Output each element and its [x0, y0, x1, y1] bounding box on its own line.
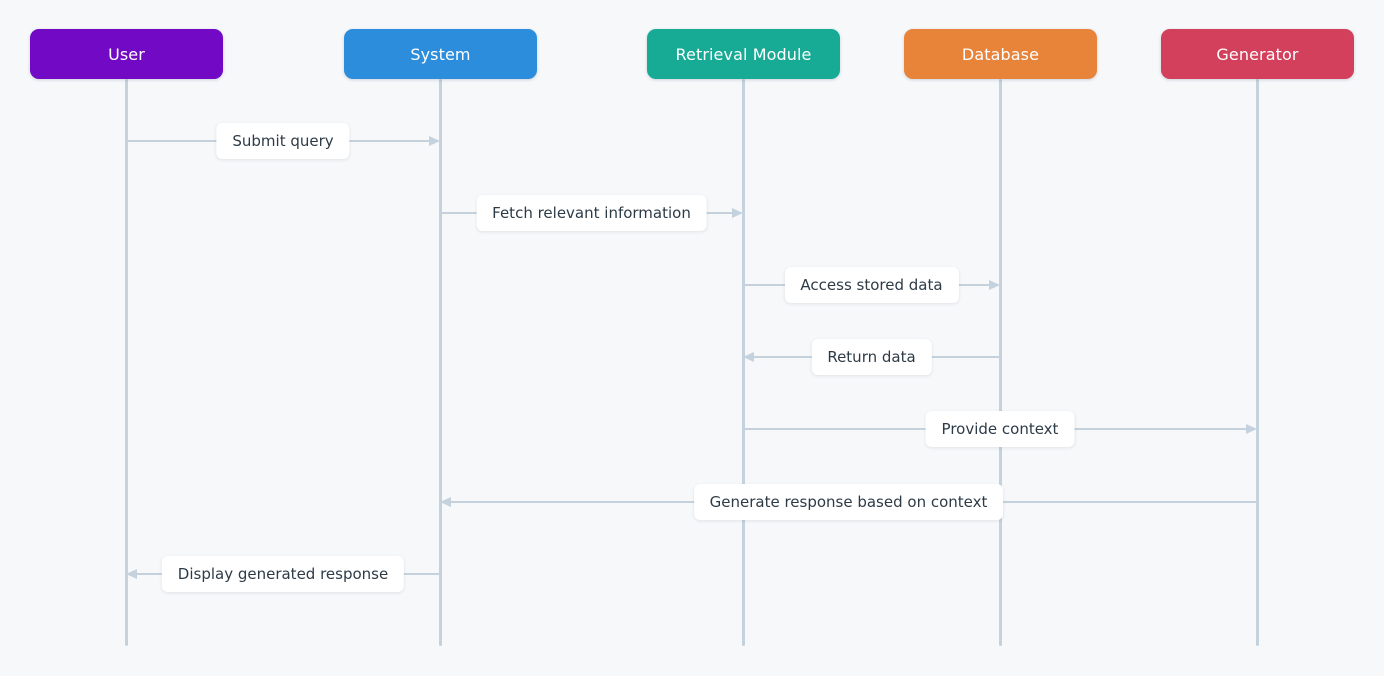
participant-label: Retrieval Module [675, 44, 812, 64]
message-5[interactable]: Provide context [0, 411, 1384, 447]
arrowhead-left-icon [743, 352, 754, 362]
participant-label: User [108, 44, 145, 64]
arrowhead-right-icon [429, 136, 440, 146]
arrowhead-left-icon [440, 497, 451, 507]
message-7[interactable]: Display generated response [0, 556, 1384, 592]
lifeline-generator [1256, 79, 1259, 646]
message-6[interactable]: Generate response based on context [0, 484, 1384, 520]
message-label: Access stored data [784, 267, 959, 303]
arrowhead-right-icon [989, 280, 1000, 290]
participant-label: System [410, 44, 471, 64]
participant-database[interactable]: Database [904, 29, 1097, 79]
message-label: Submit query [216, 123, 350, 159]
message-label: Generate response based on context [693, 484, 1004, 520]
lifeline-user [125, 79, 128, 646]
message-1[interactable]: Submit query [0, 123, 1384, 159]
message-label: Return data [811, 339, 932, 375]
message-3[interactable]: Access stored data [0, 267, 1384, 303]
message-label: Fetch relevant information [476, 195, 707, 231]
arrowhead-right-icon [1246, 424, 1257, 434]
participant-generator[interactable]: Generator [1161, 29, 1354, 79]
lifeline-retrieval [742, 79, 745, 646]
message-label: Provide context [925, 411, 1075, 447]
participant-label: Database [961, 44, 1040, 64]
participant-user[interactable]: User [30, 29, 223, 79]
lifeline-database [999, 79, 1002, 646]
arrowhead-left-icon [126, 569, 137, 579]
arrowhead-right-icon [732, 208, 743, 218]
participant-label: Generator [1216, 44, 1299, 64]
message-label: Display generated response [161, 556, 405, 592]
message-4[interactable]: Return data [0, 339, 1384, 375]
message-2[interactable]: Fetch relevant information [0, 195, 1384, 231]
participant-system[interactable]: System [344, 29, 537, 79]
participant-retrieval[interactable]: Retrieval Module [647, 29, 840, 79]
lifeline-system [439, 79, 442, 646]
